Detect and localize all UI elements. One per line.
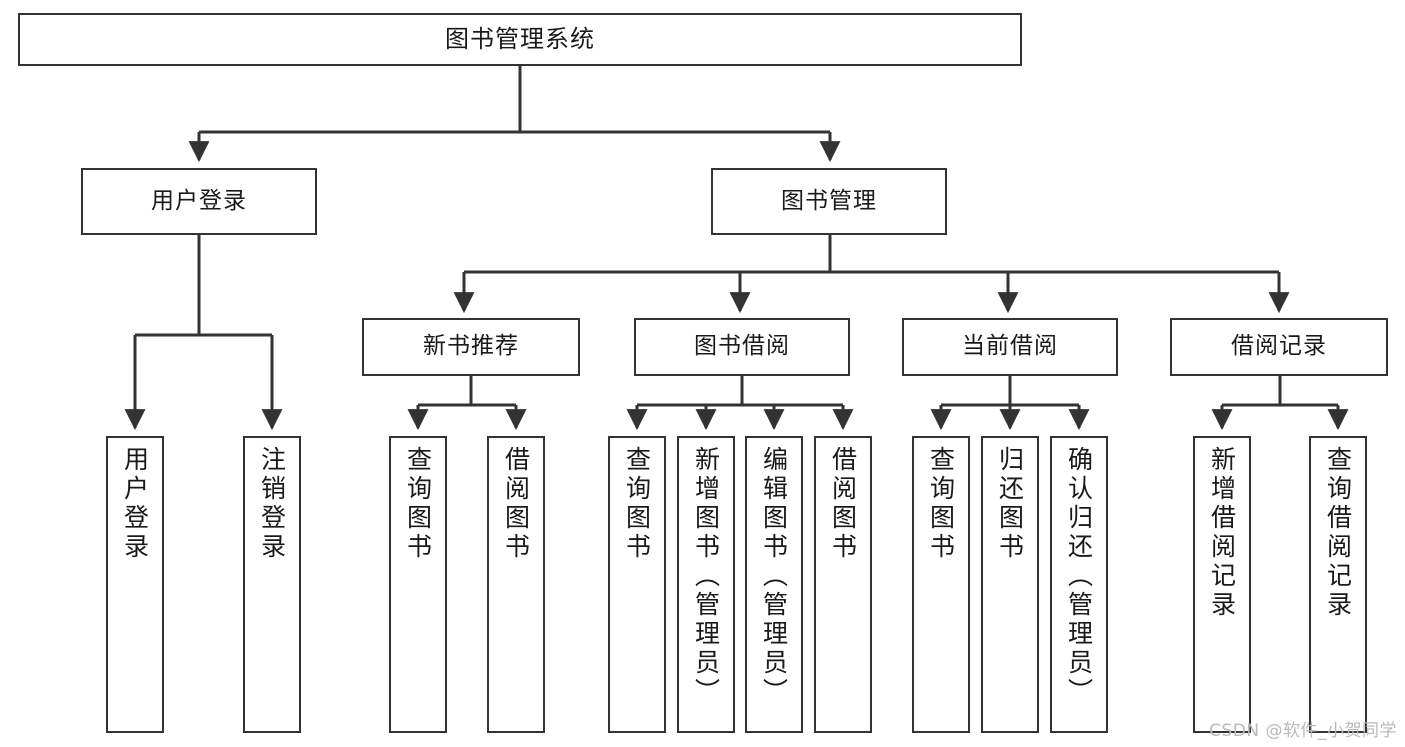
node-label: 查询图书 [926,446,956,562]
node-book-borrow[interactable]: 图书借阅 [634,318,850,376]
node-user-login[interactable]: 用户登录 [81,168,317,235]
node-leaf-user-login[interactable]: 用户登录 [106,436,164,733]
node-label: 查询借阅记录 [1323,446,1353,620]
node-label: 图书借阅 [694,333,790,360]
node-leaf-borrow-book-2[interactable]: 借阅图书 [814,436,872,733]
node-leaf-confirm-return[interactable]: 确认归还（管理员） [1050,436,1108,733]
node-label: 图书管理系统 [445,25,595,54]
node-leaf-query-book-3[interactable]: 查询图书 [912,436,970,733]
node-leaf-borrow-book-1[interactable]: 借阅图书 [487,436,545,733]
node-leaf-edit-book[interactable]: 编辑图书（管理员） [745,436,803,733]
node-label: 编辑图书（管理员） [759,446,789,707]
node-book-management[interactable]: 图书管理 [711,168,947,235]
node-borrow-record[interactable]: 借阅记录 [1170,318,1388,376]
node-leaf-return-book[interactable]: 归还图书 [981,436,1039,733]
node-label: 新增借阅记录 [1207,446,1237,620]
node-new-book-recommend[interactable]: 新书推荐 [362,318,580,376]
node-current-borrow[interactable]: 当前借阅 [902,318,1118,376]
node-label: 归还图书 [995,446,1025,562]
node-label: 确认归还（管理员） [1064,446,1094,707]
node-label: 查询图书 [622,446,652,562]
node-label: 借阅图书 [828,446,858,562]
node-leaf-query-book-1[interactable]: 查询图书 [389,436,447,733]
node-label: 用户登录 [151,187,247,214]
node-label: 借阅记录 [1231,333,1327,360]
node-label: 借阅图书 [501,446,531,562]
node-leaf-query-record[interactable]: 查询借阅记录 [1309,436,1367,733]
node-label: 新增图书（管理员） [691,446,721,707]
node-label: 查询图书 [403,446,433,562]
node-label: 新书推荐 [423,333,519,360]
node-label: 图书管理 [781,187,877,214]
node-leaf-user-logout[interactable]: 注销登录 [243,436,301,733]
node-leaf-add-record[interactable]: 新增借阅记录 [1193,436,1251,733]
node-root-system[interactable]: 图书管理系统 [18,13,1022,66]
node-label: 注销登录 [257,446,287,562]
node-label: 用户登录 [120,446,150,562]
node-label: 当前借阅 [962,333,1058,360]
node-leaf-query-book-2[interactable]: 查询图书 [608,436,666,733]
node-leaf-add-book[interactable]: 新增图书（管理员） [677,436,735,733]
